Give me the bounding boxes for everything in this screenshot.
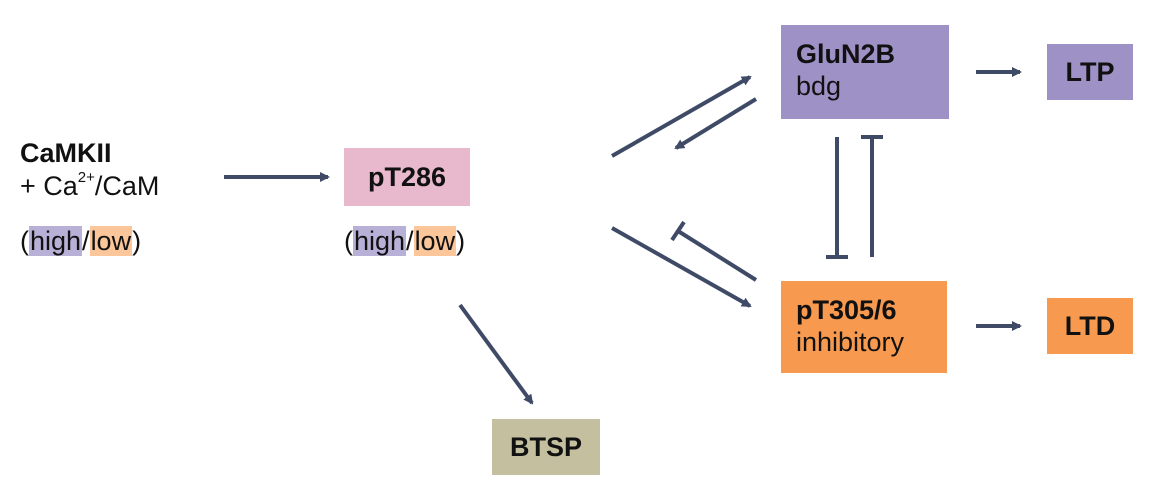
low-highlight: low <box>89 226 133 256</box>
high-highlight: high <box>353 226 407 256</box>
camkii-superscript: 2+ <box>77 169 95 186</box>
glun2b-box: GluN2B bdg <box>781 25 949 119</box>
glun2b-title: GluN2B <box>796 39 896 69</box>
pt286-high-low: (high/low) <box>344 225 465 257</box>
inhibit-pt305-to-pt286 <box>676 229 758 282</box>
ltd-box: LTD <box>1047 298 1133 354</box>
low-highlight: low <box>413 226 457 256</box>
arrow-pt286-to-pt305 <box>611 226 752 308</box>
pt286-box: pT286 <box>344 148 470 206</box>
paren-close: ) <box>456 226 466 256</box>
camkii-cam: /CaM <box>94 171 160 201</box>
paren-open: ( <box>344 226 353 256</box>
camkii-calcium-line: + Ca2+/CaM <box>20 170 159 202</box>
paren-close: ) <box>132 226 142 256</box>
inhibit-bar-pt286 <box>670 220 686 242</box>
btsp-label: BTSP <box>509 431 582 462</box>
paren-open: ( <box>20 226 29 256</box>
slash: / <box>406 226 414 256</box>
arrow-pt286-to-btsp <box>458 303 534 405</box>
camkii-plus-ca: + Ca <box>20 171 78 201</box>
ltp-box: LTP <box>1047 44 1133 100</box>
slash: / <box>82 226 90 256</box>
high-highlight: high <box>29 226 83 256</box>
pt305-title: pT305/6 <box>796 295 897 325</box>
pt305-subtitle: inhibitory <box>796 327 905 357</box>
ltp-label: LTP <box>1065 56 1115 87</box>
pt286-label: pT286 <box>367 161 447 192</box>
arrow-glun2b-to-pt286 <box>674 97 758 150</box>
pt305-box: pT305/6 inhibitory <box>781 281 947 373</box>
camkii-title: CaMKII <box>20 138 112 168</box>
camkii-high-low: (high/low) <box>20 225 141 257</box>
ltd-label: LTD <box>1064 310 1116 341</box>
btsp-box: BTSP <box>492 419 600 475</box>
glun2b-subtitle: bdg <box>796 71 842 101</box>
arrow-pt286-to-glun2b <box>611 75 752 158</box>
